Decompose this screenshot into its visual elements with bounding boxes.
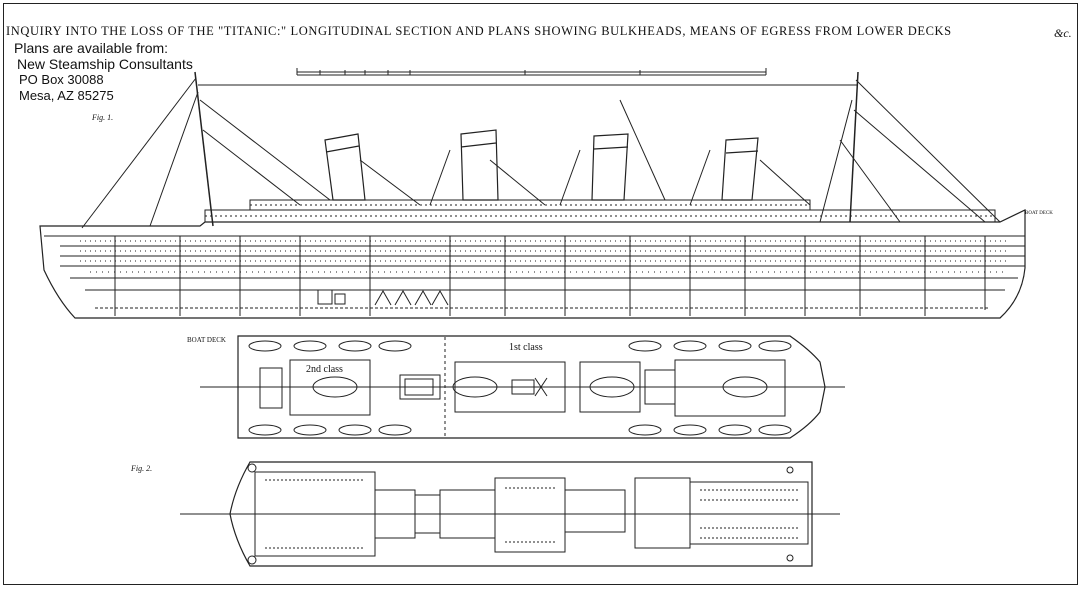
notice-line-4: Mesa, AZ 85275 bbox=[19, 88, 114, 103]
boat-deck-side-label: BOAT DECK bbox=[1025, 211, 1053, 216]
funnels bbox=[324, 129, 759, 201]
hull-profile bbox=[39, 209, 1026, 319]
boat-deck-plan bbox=[200, 335, 845, 439]
fig2-label: Fig. 2. bbox=[131, 464, 153, 473]
first-class-label: 1st class bbox=[509, 342, 543, 353]
scale-bar bbox=[296, 68, 767, 76]
notice-line-3: PO Box 30088 bbox=[19, 72, 104, 87]
notice-line-2: New Steamship Consultants bbox=[17, 56, 193, 72]
notice-line-1: Plans are available from: bbox=[14, 40, 169, 56]
superstructure bbox=[204, 199, 996, 223]
title-suffix: &c. bbox=[1054, 26, 1072, 40]
second-class-label: 2nd class bbox=[306, 364, 343, 375]
masts-rigging bbox=[81, 71, 1001, 229]
boat-deck-label: BOAT DECK bbox=[187, 336, 226, 344]
promenade-deck-plan bbox=[180, 461, 840, 567]
drawing-frame bbox=[3, 3, 1078, 585]
fig1-label: Fig. 1. bbox=[92, 113, 114, 122]
drawing-title: INQUIRY INTO THE LOSS OF THE "TITANIC:" … bbox=[6, 24, 952, 38]
